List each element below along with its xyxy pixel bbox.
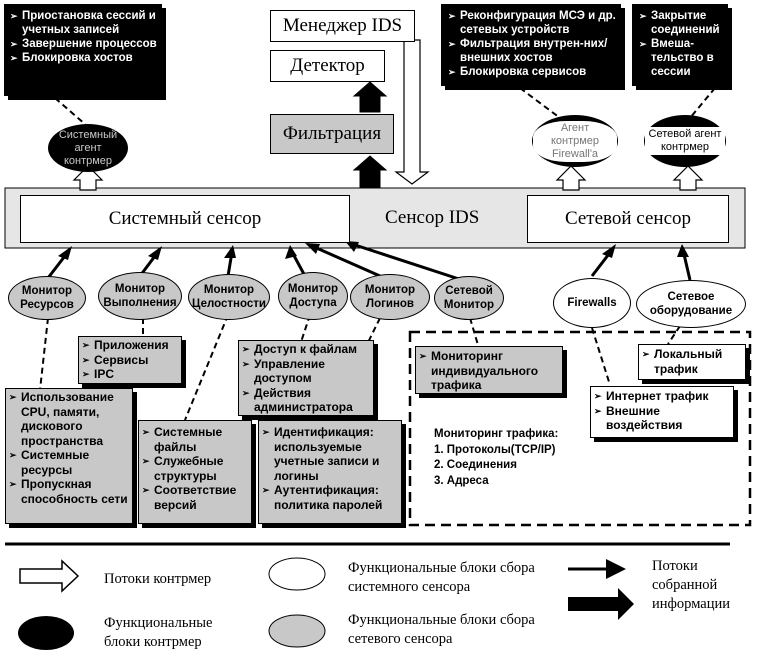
access-list: Доступ к файлам Управление доступом Дейс… xyxy=(242,342,370,415)
legend-collected-flows: Потоки собранной информации xyxy=(652,558,730,612)
monitor-arrowheads xyxy=(58,241,689,260)
usage-list: Использование CPU, памяти, дискового про… xyxy=(9,390,129,506)
network-countermeasures-list: Закрытие соединений Вмеша-тельство в сес… xyxy=(635,7,725,79)
network-countermeasures-box: Закрытие соединений Вмеша-тельство в сес… xyxy=(632,4,728,86)
individual-traffic-box: Мониторинг индивидуального трафика xyxy=(415,346,563,394)
firewall-agent-oval: Агент контрмер Firewall'a xyxy=(532,115,618,167)
detector-box: Детектор xyxy=(270,50,385,82)
legend-thin-arrow-head xyxy=(606,559,626,579)
resources-monitor-oval: Монитор Ресурсов xyxy=(8,276,86,320)
local-traffic-box: Локальный трафик xyxy=(638,344,746,380)
list-item: Мониторинг индивидуального трафика xyxy=(419,349,559,393)
list-item: Приостановка сессий и учетных записей xyxy=(10,9,159,37)
list-item: Сервисы xyxy=(82,353,178,368)
internet-traffic-box: Интернет трафик Внешние воздействия xyxy=(590,386,734,438)
list-item: Управление доступом xyxy=(242,357,370,386)
network-agent-oval: Сетевой агент контрмер xyxy=(644,115,726,167)
files-list-box: Системные файлы Служебные структуры Соот… xyxy=(138,420,252,524)
list-item: Аутентификация: политика паролей xyxy=(262,483,398,512)
network-monitor-oval: Сетевой Монитор xyxy=(434,276,504,320)
ident-list-box: Идентификация: используемые учетные запи… xyxy=(258,420,402,524)
system-agent-oval: Системный агент контрмер xyxy=(48,124,128,172)
legend-countermeasure-blocks: Функциональные блоки контрмер xyxy=(104,615,213,650)
network-agent-label: Сетевой агент контрмер xyxy=(645,127,725,155)
traffic-monitoring-block: Мониторинг трафика: 1. Протоколы(TCP/IP)… xyxy=(434,427,558,489)
list-item: Пропускная способность сети xyxy=(9,477,129,506)
list-item: Реконфигурация МСЭ и др. сетевых устройс… xyxy=(448,9,618,37)
apps-list: Приложения Сервисы IPC xyxy=(82,338,178,382)
list-item: Блокировка хостов xyxy=(10,51,159,65)
list-item: Служебные структуры xyxy=(142,454,248,483)
ident-list: Идентификация: используемые учетные запи… xyxy=(262,425,398,512)
list-item: Интернет трафик xyxy=(594,389,730,404)
list-item: Системные файлы xyxy=(142,425,248,454)
legend-network-blocks: Функциональные блоки сбора сетевого сенс… xyxy=(348,612,535,647)
list-item: Соответствие версий xyxy=(142,483,248,512)
filtration-box: Фильтрация xyxy=(270,114,394,154)
execution-monitor-oval: Монитор Выполнения xyxy=(98,272,182,320)
legend-black-oval xyxy=(18,616,74,650)
network-sensor-box: Сетевой сенсор xyxy=(527,195,729,243)
access-list-box: Доступ к файлам Управление доступом Дейс… xyxy=(238,340,374,416)
list-item: Идентификация: используемые учетные запи… xyxy=(262,425,398,483)
firewall-countermeasures-list: Реконфигурация МСЭ и др. сетевых устройс… xyxy=(444,7,618,79)
system-agent-label: Системный агент контрмер xyxy=(58,128,118,167)
integrity-monitor-oval: Монитор Целостности xyxy=(188,274,270,320)
list-item: Фильтрация внутрен-них/внешних хостов xyxy=(448,37,618,65)
internet-traffic-list: Интернет трафик Внешние воздействия xyxy=(594,389,730,433)
traffic-monitoring-item: 2. Соединения xyxy=(434,459,517,471)
list-item: Использование CPU, памяти, дискового про… xyxy=(9,390,129,448)
traffic-monitoring-title: Мониторинг трафика: xyxy=(434,428,559,440)
traffic-monitoring-item: 1. Протоколы(TCP/IP) xyxy=(434,443,556,456)
logins-monitor-oval: Монитор Логинов xyxy=(350,274,430,320)
legend-countermeasure-flows: Потоки контрмер xyxy=(104,571,212,587)
system-sensor-box: Системный сенсор xyxy=(20,195,350,243)
list-item: Локальный трафик xyxy=(642,347,742,376)
list-item: Системные ресурсы xyxy=(9,448,129,477)
legend-system-blocks: Функциональные блоки сбора системного се… xyxy=(348,560,535,595)
ids-sensor-label: Сенсор IDS xyxy=(385,207,480,228)
list-item: Приложения xyxy=(82,338,178,353)
firewall-agent-label: Агент контрмер Firewall'a xyxy=(533,120,617,162)
list-item: Закрытие соединений xyxy=(639,9,725,37)
list-item: Блокировка сервисов xyxy=(448,65,618,79)
ids-manager-box: Менеджер IDS xyxy=(270,10,415,42)
host-countermeasures-list: Приостановка сессий и учетных записей За… xyxy=(7,7,159,65)
legend-white-oval xyxy=(268,557,326,591)
apps-list-box: Приложения Сервисы IPC xyxy=(78,336,182,384)
firewalls-oval: Firewalls xyxy=(553,278,631,328)
network-equipment-oval: Сетевое оборудование xyxy=(636,280,746,328)
list-item: Вмеша-тельство в сессии xyxy=(639,37,725,79)
host-countermeasures-box: Приостановка сессий и учетных записей За… xyxy=(4,4,162,96)
list-item: IPC xyxy=(82,367,178,382)
individual-traffic-list: Мониторинг индивидуального трафика xyxy=(419,349,559,393)
legend-grey-oval xyxy=(268,614,326,648)
traffic-monitoring-item: 3. Адреса xyxy=(434,474,489,487)
list-item: Внешние воздействия xyxy=(594,404,730,433)
usage-list-box: Использование CPU, памяти, дискового про… xyxy=(5,388,133,524)
hollow-arrows xyxy=(72,39,704,191)
local-traffic-list: Локальный трафик xyxy=(642,347,742,376)
list-item: Действия администратора xyxy=(242,386,370,415)
firewall-countermeasures-box: Реконфигурация МСЭ и др. сетевых устройс… xyxy=(441,4,621,86)
access-monitor-oval: Монитор Доступа xyxy=(278,272,348,320)
legend-hollow-arrow xyxy=(19,559,80,593)
network-dashed-frame xyxy=(408,330,752,527)
filled-arrows xyxy=(352,81,388,189)
list-item: Доступ к файлам xyxy=(242,342,370,357)
legend-black-arrow xyxy=(568,588,634,620)
list-item: Завершение процессов xyxy=(10,37,159,51)
files-list: Системные файлы Служебные структуры Соот… xyxy=(142,425,248,512)
